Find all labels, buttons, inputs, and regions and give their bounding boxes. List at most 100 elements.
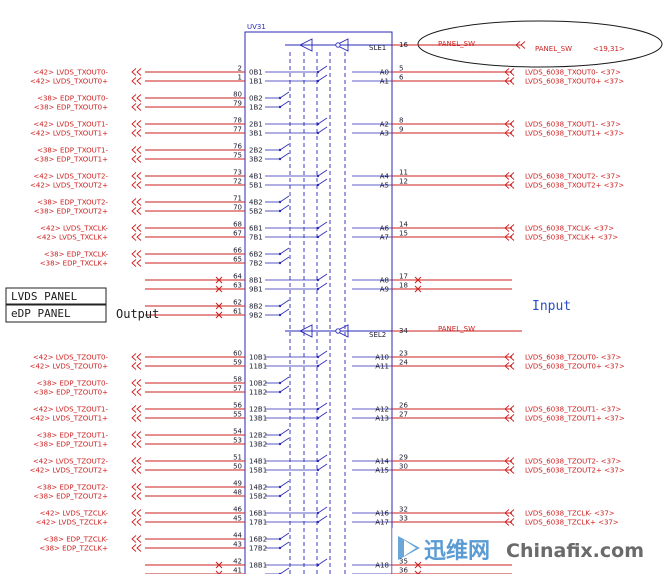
left-port-arrow xyxy=(136,181,142,189)
right-port-arrow xyxy=(504,353,510,361)
left-pin-number: 70 xyxy=(233,204,242,212)
left-pin-number: 72 xyxy=(233,178,242,186)
right-port-arrow xyxy=(504,129,510,137)
switch-blade xyxy=(317,273,328,281)
switch-contact xyxy=(316,226,320,230)
left-port-arrow xyxy=(131,362,137,370)
left-port-arrow xyxy=(136,518,142,526)
watermark-cn: 迅维网 xyxy=(424,538,490,564)
switch-blade xyxy=(279,480,290,488)
switch-blade xyxy=(317,506,328,514)
switch-blade xyxy=(317,74,328,82)
left-port-arrow xyxy=(136,388,142,396)
right-pin-name: A7 xyxy=(380,234,389,242)
left-port-arrow xyxy=(136,379,142,387)
right-port-arrow xyxy=(504,414,510,422)
sel1-port-ref: <19,31> xyxy=(593,45,625,53)
switch-contact xyxy=(316,131,320,135)
left-pin-number: 78 xyxy=(233,117,242,125)
switch-blade xyxy=(317,178,328,186)
switch-blade xyxy=(317,515,328,523)
right-pin-number: 35 xyxy=(399,558,408,566)
legend-lvds-panel: LVDS PANEL xyxy=(11,290,78,303)
left-pin-number: 65 xyxy=(233,256,242,264)
left-port-arrow xyxy=(131,509,137,517)
left-pin-number: 79 xyxy=(233,100,242,108)
switch-contact xyxy=(316,287,320,291)
switch-contact xyxy=(278,96,282,100)
left-pin-number: 67 xyxy=(233,230,242,238)
left-port-arrow xyxy=(136,535,142,543)
left-pin-number: 44 xyxy=(233,532,242,540)
right-pin-number: 15 xyxy=(399,230,408,238)
no-connect-mark xyxy=(215,276,223,284)
left-port-arrow xyxy=(136,440,142,448)
left-pin-number: 1 xyxy=(238,74,242,82)
left-net-label: <42> LVDS_TZOUT2- xyxy=(33,458,109,466)
left-port-arrow xyxy=(131,414,137,422)
left-port-arrow xyxy=(136,509,142,517)
left-pin-number: 75 xyxy=(233,152,242,160)
switch-blade xyxy=(279,541,290,549)
left-port-arrow xyxy=(136,457,142,465)
right-port-arrow xyxy=(504,362,510,370)
right-net-label: LVDS_6038_TXOUT2- <37> xyxy=(525,173,621,181)
right-net-label: LVDS_6038_TXCLK- <37> xyxy=(525,225,614,233)
right-port-arrow xyxy=(509,172,515,180)
left-port-arrow xyxy=(136,492,142,500)
right-port-arrow xyxy=(509,224,515,232)
switch-blade xyxy=(317,350,328,358)
right-pin-name: A4 xyxy=(380,173,390,181)
right-pin-number: 14 xyxy=(399,221,408,229)
switch-blade xyxy=(279,204,290,212)
switch-blade xyxy=(317,463,328,471)
left-port-arrow xyxy=(136,198,142,206)
switch-contact xyxy=(316,520,320,524)
switch-contact xyxy=(278,261,282,265)
right-net-label: LVDS_6038_TZCLK- <37> xyxy=(525,510,615,518)
left-net-label: <42> LVDS_TXOUT0+ xyxy=(30,78,108,86)
left-port-arrow xyxy=(136,120,142,128)
right-port-arrow xyxy=(509,362,515,370)
left-net-label: <38> EDP_TXCLK- xyxy=(44,251,109,259)
switch-contact xyxy=(316,468,320,472)
right-port-arrow xyxy=(509,233,515,241)
no-connect-mark xyxy=(414,276,422,284)
left-pin-number: 77 xyxy=(233,126,242,134)
left-net-label: <38> EDP_TXOUT1+ xyxy=(34,156,108,164)
right-port-arrow xyxy=(509,181,515,189)
left-net-label: <38> EDP_TXOUT0+ xyxy=(34,104,108,112)
left-net-label: <38> EDP_TZCLK+ xyxy=(39,545,108,553)
left-net-label: <42> LVDS_TZOUT0+ xyxy=(30,363,109,371)
switch-contact xyxy=(316,183,320,187)
left-net-label: <42> LVDS_TXOUT1+ xyxy=(30,130,108,138)
switch-blade xyxy=(279,489,290,497)
watermark-logo-icon-inner xyxy=(404,540,416,556)
right-port-arrow xyxy=(504,181,510,189)
right-net-label: LVDS_6038_TZOUT1+ <37> xyxy=(525,415,625,423)
switch-contact xyxy=(316,70,320,74)
right-pin-number: 26 xyxy=(399,402,408,410)
right-pin-name: A12 xyxy=(375,406,389,414)
switch-blade xyxy=(317,454,328,462)
output-annotation: Output xyxy=(116,307,159,321)
right-port-arrow xyxy=(504,224,510,232)
right-net-label: LVDS_6038_TXOUT0- <37> xyxy=(525,69,621,77)
legend-box-edp xyxy=(5,304,107,323)
switch-blade xyxy=(317,65,328,73)
left-pin-name: 11B2 xyxy=(249,389,267,397)
left-port-arrow xyxy=(131,544,137,552)
switch-contact xyxy=(316,235,320,239)
left-port-arrow xyxy=(131,68,137,76)
left-port-arrow xyxy=(131,466,137,474)
left-net-label: <38> EDP_TZOUT0- xyxy=(37,380,109,388)
left-port-arrow xyxy=(131,181,137,189)
left-pin-name: 2B1 xyxy=(249,121,263,129)
no-connect-mark xyxy=(215,285,223,293)
right-net-label: LVDS_6038_TZCLK+ <37> xyxy=(525,519,619,527)
left-port-arrow xyxy=(136,544,142,552)
left-port-arrow xyxy=(131,431,137,439)
left-net-label: <42> LVDS_TZOUT1+ xyxy=(30,415,109,423)
switch-contact xyxy=(278,390,282,394)
